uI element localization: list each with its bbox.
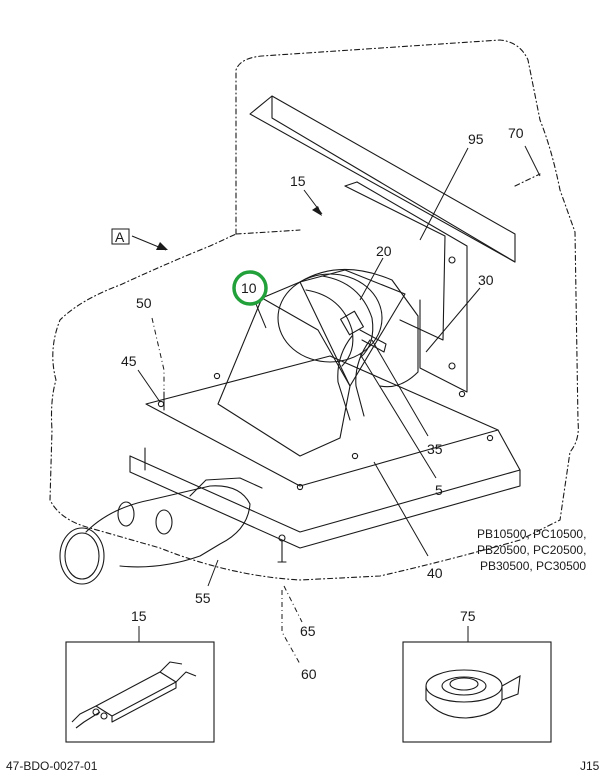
filter-band xyxy=(305,289,354,367)
base-plate-bolt xyxy=(458,390,466,398)
model-line: PB30500, PC30500 xyxy=(480,559,586,573)
lower-stud-head xyxy=(278,534,286,542)
view-marker-box xyxy=(111,228,130,245)
back-plate-bolt xyxy=(448,362,456,370)
leader-65 xyxy=(283,585,303,623)
page-code: J15 xyxy=(580,759,600,773)
detail-callout-15: 15 xyxy=(131,608,147,624)
pipe-port xyxy=(117,501,135,527)
leader-95 xyxy=(419,147,469,241)
leader-55 xyxy=(207,559,219,587)
base-plate-bolt xyxy=(213,372,221,380)
base-plate-bolt xyxy=(486,434,494,442)
leader-70 xyxy=(524,145,541,177)
base-plate-bolt xyxy=(296,483,304,491)
cross-member-edge xyxy=(129,469,521,549)
callout-35: 35 xyxy=(427,441,443,457)
upper-rail xyxy=(249,95,516,263)
model-line: PB20500, PC20500, xyxy=(477,543,586,557)
clamp xyxy=(340,310,364,336)
base-plate-bolt xyxy=(157,400,165,408)
callout-95: 95 xyxy=(468,131,484,147)
leader-35 xyxy=(371,339,429,437)
leader-40 xyxy=(373,461,429,557)
intake-pipe-opening-inner xyxy=(64,532,100,580)
hose-edge xyxy=(355,339,371,417)
callout-20: 20 xyxy=(376,243,392,259)
lower-stud xyxy=(277,539,287,563)
leader-5 xyxy=(359,353,437,479)
leader-20 xyxy=(359,257,384,301)
callout-70: 70 xyxy=(508,125,524,141)
callout-15: 15 xyxy=(290,173,306,189)
leader-45 xyxy=(137,369,161,403)
cross-member xyxy=(129,429,521,533)
back-plate-bolt xyxy=(448,256,456,264)
leader-60 xyxy=(281,590,301,665)
filter-body xyxy=(277,273,383,363)
leader-30 xyxy=(425,287,481,353)
highlight-ring xyxy=(232,270,268,306)
base-plate xyxy=(145,355,499,487)
filter-band xyxy=(321,275,374,359)
base-plate-bolt xyxy=(351,452,359,460)
callout-50: 50 xyxy=(136,295,152,311)
detail-box-75 xyxy=(402,641,552,743)
detail-box-15 xyxy=(65,641,215,743)
wall-bracket xyxy=(344,185,446,341)
tape-roll xyxy=(425,669,521,719)
leader-10 xyxy=(255,303,267,329)
callout-5: 5 xyxy=(435,482,443,498)
model-line: PB10500, PC10500, xyxy=(477,527,586,541)
upper-rail-edge xyxy=(271,95,516,263)
arrow-head xyxy=(156,242,168,250)
detail-callout-75: 75 xyxy=(460,608,476,624)
view-marker: A xyxy=(115,229,125,245)
intake-pipe-opening xyxy=(59,527,105,585)
cross-member-post xyxy=(129,447,146,473)
callout-45: 45 xyxy=(121,353,137,369)
arrow-head xyxy=(312,206,322,216)
pipe-port xyxy=(155,509,173,535)
callout-55: 55 xyxy=(195,590,211,606)
back-plate xyxy=(356,181,468,393)
cab-phantom-outline xyxy=(49,39,579,581)
cab-back-dash xyxy=(514,173,541,187)
clamp-lever xyxy=(359,329,387,353)
drawing-number: 47-BDO-0027-01 xyxy=(6,759,98,773)
callout-65: 65 xyxy=(300,623,316,639)
pipe-bend xyxy=(189,477,263,497)
heater-element xyxy=(71,661,197,729)
filter-housing xyxy=(299,268,419,388)
callout-40: 40 xyxy=(427,565,443,581)
callout-60: 60 xyxy=(301,666,317,682)
pedestal xyxy=(217,297,351,457)
callout-10: 10 xyxy=(241,280,257,296)
wall-bracket-top xyxy=(344,181,358,187)
callout-30: 30 xyxy=(478,272,494,288)
cab-wall-inner-line xyxy=(235,229,301,235)
hose xyxy=(337,335,353,421)
intake-pipe xyxy=(85,485,251,568)
leader-50 xyxy=(151,317,165,390)
